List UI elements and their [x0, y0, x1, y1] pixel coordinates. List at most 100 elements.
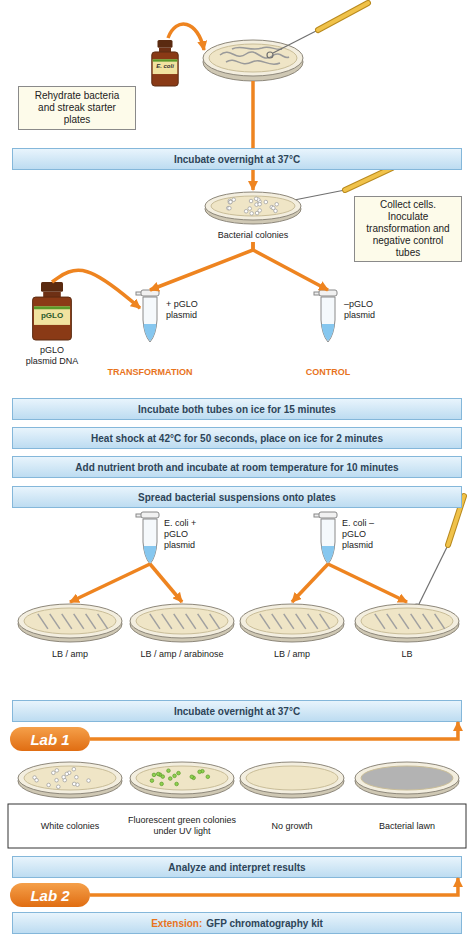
step-band: Incubate overnight at 37°C: [12, 148, 462, 170]
streak-line: [210, 614, 220, 629]
plate-rim: [355, 762, 459, 794]
bacterial-colony: [52, 771, 56, 775]
microtube: E. coli –pGLO plasmid: [318, 512, 338, 564]
bacterial-colony: [258, 209, 262, 213]
step-text: Analyze and interpret results: [168, 862, 305, 873]
loop-handle: [345, 168, 392, 190]
streak-line: [387, 614, 397, 629]
bacterial-colony: [232, 198, 236, 202]
plate-label: LB / amp / arabinose: [124, 648, 240, 660]
plate-drawing: [130, 602, 234, 642]
step-box: Rehydrate bacteria and streak starter pl…: [18, 86, 136, 130]
loop-handle: [345, 168, 392, 190]
tube-liquid: [322, 546, 335, 563]
flow-arrow: [328, 564, 407, 602]
plate-label: No growth: [234, 806, 350, 846]
bacterial-colony: [62, 775, 66, 779]
lab-tag: Lab 2: [10, 883, 90, 907]
step-band: Add nutrient broth and incubate at room …: [12, 456, 462, 478]
streak-line: [98, 614, 108, 629]
vial-cap: [41, 282, 63, 292]
plate-label: Bacterial colonies: [199, 228, 307, 242]
plate-agar: [24, 766, 116, 790]
bacterial-colony: [72, 782, 76, 786]
bacterial-colony: [167, 769, 171, 773]
plate-label: LB: [349, 648, 465, 660]
streak-line: [174, 614, 184, 629]
petri-plate: LB: [355, 602, 459, 660]
plate-label: Bacterial lawn: [349, 806, 465, 846]
tube-cap: [319, 512, 337, 518]
vial-label-stripe: [34, 306, 70, 309]
streak-line: [162, 614, 172, 629]
plate-agar: [246, 608, 338, 634]
plate-drawing: [18, 602, 122, 642]
bacterial-colony: [72, 767, 76, 771]
reagent-vial: pGLOpGLO plasmid DNA: [30, 282, 74, 340]
plate-drawing: [355, 602, 459, 642]
petri-plate: LB / amp: [240, 602, 344, 660]
step-band: Incubate overnight at 37°C: [12, 700, 462, 722]
tube-drawing: [140, 512, 160, 564]
bacterial-colony: [228, 206, 232, 210]
plate-drawing: [18, 760, 122, 798]
bacterial-colony: [228, 200, 232, 204]
plate-rim: [18, 604, 122, 638]
vial-neck: [43, 292, 61, 297]
bacterial-colony: [173, 774, 177, 778]
flow-arrow: [70, 564, 150, 602]
flow-line: [251, 81, 255, 148]
plate-drawing: [205, 190, 301, 224]
microtube: E. coli + pGLO plasmid: [140, 512, 160, 564]
plate-agar: [211, 196, 295, 216]
plate-rim: [355, 604, 459, 638]
bacterial-colony: [272, 206, 276, 210]
streak-line: [399, 614, 409, 629]
streak-line: [38, 614, 48, 629]
tube-drawing: [318, 290, 338, 342]
bacterial-colony: [250, 212, 254, 216]
plate-rim: [240, 762, 344, 794]
step-text: Incubate overnight at 37°C: [174, 154, 300, 165]
bacterial-colony: [275, 202, 279, 206]
bacterial-colony: [150, 779, 154, 783]
step-text: Extension:: [151, 918, 202, 929]
plate-rim: [18, 762, 122, 794]
petri-plate: White colonies: [18, 760, 122, 846]
flow-arrow: [150, 242, 253, 290]
tube-label: –pGLO plasmid: [344, 298, 390, 322]
microtube: –pGLO plasmidCONTROL: [318, 290, 338, 342]
bacterial-colony: [264, 200, 268, 204]
petri-plate: Bacterial lawn: [355, 760, 459, 846]
bacterial-colony: [177, 771, 181, 775]
plate-agar: [209, 44, 297, 72]
plate-agar: [246, 766, 338, 790]
bacterial-colony: [47, 783, 51, 787]
petri-plate: LB / amp: [18, 602, 122, 660]
streak-line: [411, 614, 421, 629]
results-frame: [8, 804, 466, 848]
loop-tip: [267, 52, 273, 58]
plate-rim: [205, 192, 301, 220]
streak-line: [198, 614, 208, 629]
bacterial-colony: [152, 773, 156, 777]
tube-body: [143, 519, 157, 564]
tube-body: [321, 519, 335, 564]
plate-label: White colonies: [12, 806, 128, 846]
streak-line: [284, 614, 294, 629]
streak-line: [226, 60, 280, 64]
petri-plate: Fluorescent green colonies under UV ligh…: [130, 760, 234, 846]
plate-label: LB / amp: [234, 648, 350, 660]
plate-drawing: [130, 760, 234, 798]
inoculating-loop: [414, 496, 464, 610]
vial-cap: [158, 40, 173, 48]
tube-label: TRANSFORMATION: [90, 366, 210, 378]
tube-drawing: [318, 512, 338, 564]
bacterial-colony: [161, 775, 165, 779]
bacterial-colony: [258, 202, 262, 206]
flow-arrow: [168, 24, 204, 50]
streak-line: [423, 614, 433, 629]
starter-plate: [203, 40, 303, 81]
bacterial-colony: [244, 209, 248, 213]
